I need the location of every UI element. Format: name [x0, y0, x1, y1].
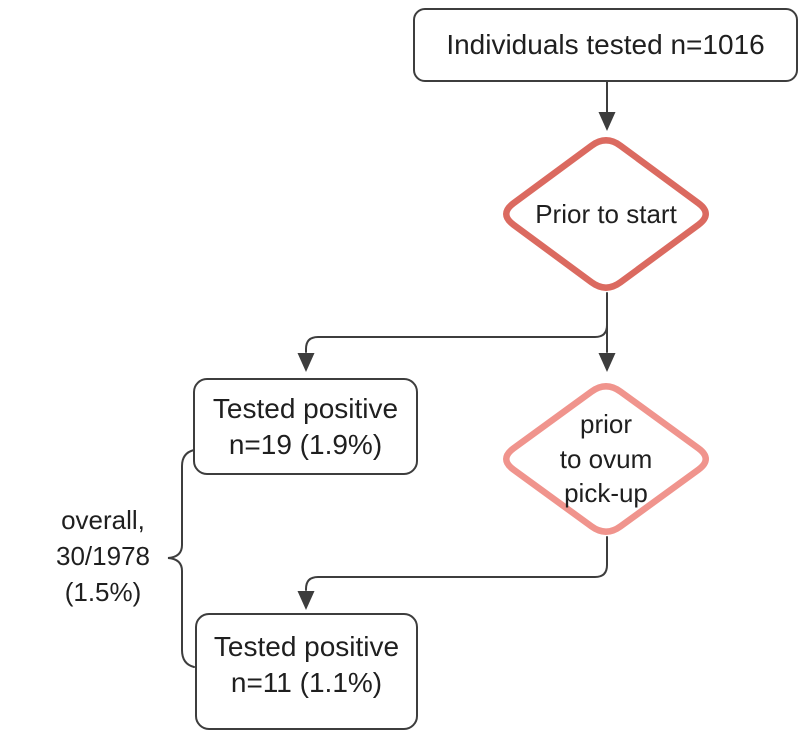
node-tested-positive-11: Tested positive n=11 (1.1%) — [195, 613, 418, 730]
node-tested-positive-19-line1: Tested positive — [212, 392, 399, 424]
node-tested-positive-11-line2: n=11 (1.1%) — [230, 666, 383, 698]
arrowheads — [297, 112, 616, 610]
node-tested-positive-11-line1: Tested positive — [213, 630, 400, 662]
diamond-prior-to-start — [503, 137, 709, 291]
arrowhead-into-diamond1 — [598, 112, 616, 131]
node-tested-positive-19-line2: n=19 (1.9%) — [228, 428, 383, 460]
arrowhead-into-diamond2 — [598, 353, 616, 372]
connector-diamond2-to-box11 — [305, 536, 608, 591]
connector-lines — [167, 81, 608, 668]
node-individuals-tested: Individuals tested n=1016 — [413, 8, 798, 82]
connector-diamond1-to-box19 — [305, 324, 608, 353]
arrowhead-into-box11 — [297, 591, 315, 610]
overall-annotation: overall, 30/1978 (1.5%) — [33, 502, 173, 610]
arrowhead-into-box19 — [297, 353, 315, 372]
diamond-prior-to-ovum — [503, 383, 709, 535]
node-individuals-label: Individuals tested n=1016 — [446, 29, 765, 61]
node-tested-positive-19: Tested positive n=19 (1.9%) — [193, 378, 418, 475]
curly-brace — [167, 449, 195, 668]
overall-annotation-line3: (1.5%) — [64, 577, 142, 607]
overall-annotation-line2: 30/1978 — [56, 541, 150, 571]
overall-annotation-line1: overall, — [61, 505, 145, 535]
